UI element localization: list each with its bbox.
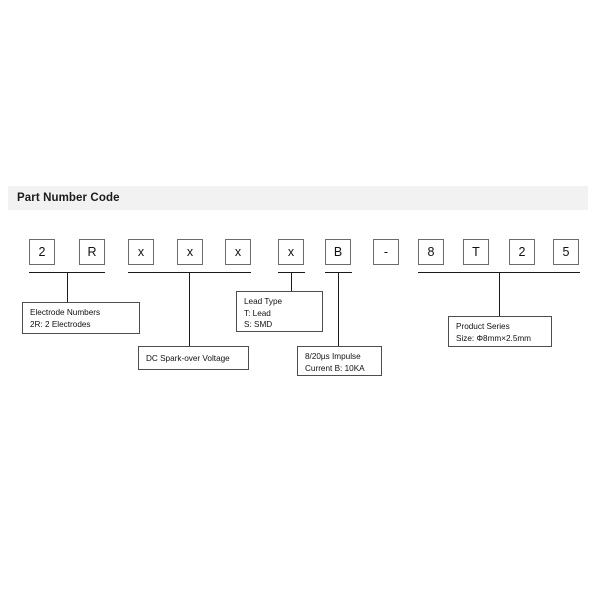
drop-line-electrode	[67, 272, 68, 302]
code-box-spark-voltage-1[interactable]: x	[128, 239, 154, 265]
code-box-spark-voltage-2[interactable]: x	[177, 239, 203, 265]
code-box-impulse-current[interactable]: B	[325, 239, 351, 265]
code-box-series-4[interactable]: 5	[553, 239, 579, 265]
section-header: Part Number Code	[8, 186, 588, 210]
callout-impulse-current: 8/20µs Impulse Current B: 10KA	[297, 346, 382, 376]
drop-line-product-series	[499, 272, 500, 316]
code-box-electrode-letter[interactable]: R	[79, 239, 105, 265]
callout-product-series-line-1: Product Series	[456, 322, 510, 331]
callout-lead-type-line-1: Lead Type	[244, 297, 283, 306]
code-box-series-1[interactable]: 8	[418, 239, 444, 265]
code-box-series-3[interactable]: 2	[509, 239, 535, 265]
code-box-series-2[interactable]: T	[463, 239, 489, 265]
callout-electrode-line-1: Electrode Numbers	[30, 308, 101, 317]
callout-lead-type: Lead Type T: Lead S: SMD	[236, 291, 323, 332]
callout-impulse-line-2: Current B: 10KA	[305, 363, 365, 373]
callout-product-series: Product Series Size: Φ8mm×2.5mm	[448, 316, 552, 347]
drop-line-spark-voltage	[189, 272, 190, 346]
callout-lead-type-line-3: S: SMD	[244, 320, 273, 329]
callout-impulse-line-1: 8/20µs Impulse	[305, 352, 361, 361]
callout-lead-type-line-2: T: Lead	[244, 308, 271, 318]
code-box-electrode-count[interactable]: 2	[29, 239, 55, 265]
drop-line-lead-type	[291, 272, 292, 291]
code-box-spark-voltage-3[interactable]: x	[225, 239, 251, 265]
callout-product-series-line-2: Size: Φ8mm×2.5mm	[456, 333, 532, 343]
code-box-lead-type[interactable]: x	[278, 239, 304, 265]
page-title: Part Number Code	[17, 192, 120, 204]
code-box-separator[interactable]: -	[373, 239, 399, 265]
callout-spark-voltage-line-1: DC Spark-over Voltage	[146, 354, 230, 363]
drop-line-impulse	[338, 272, 339, 346]
callout-electrode-line-2: 2R: 2 Electrodes	[30, 319, 91, 329]
callout-electrode-numbers: Electrode Numbers 2R: 2 Electrodes	[22, 302, 140, 334]
callout-dc-spark-over-voltage: DC Spark-over Voltage	[138, 346, 249, 370]
